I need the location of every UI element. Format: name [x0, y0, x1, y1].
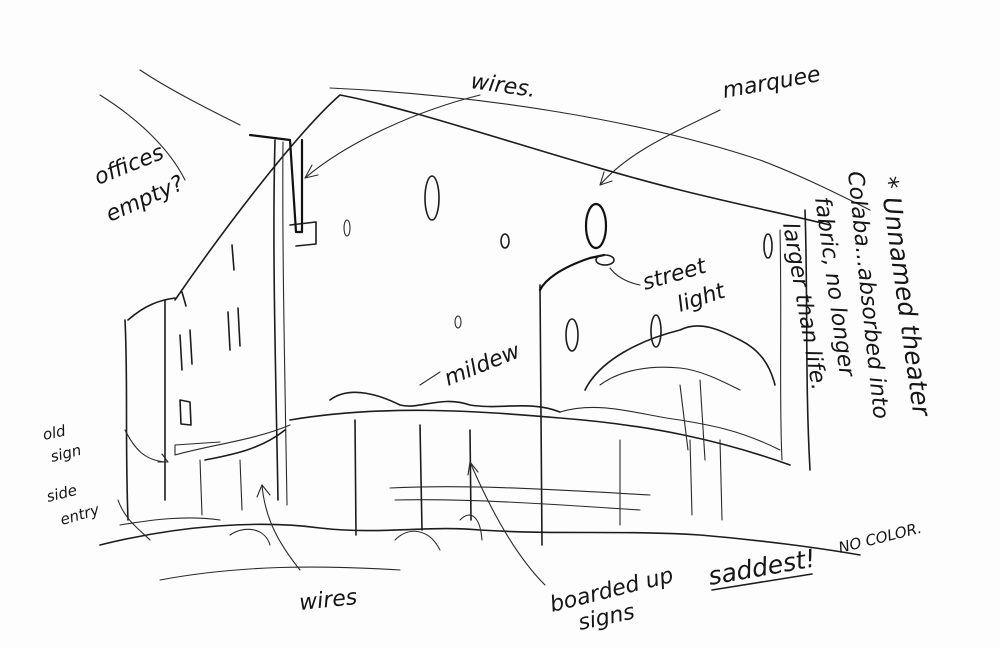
handwritten-notes: wires. marquee offices empty? street lig… — [41, 62, 936, 636]
pointer-arrows — [117, 94, 721, 586]
ground — [99, 514, 861, 581]
note-wires-top: wires. — [469, 69, 537, 103]
saddest-underline — [711, 573, 813, 591]
note-side: side — [45, 481, 79, 506]
building-outline — [124, 87, 871, 521]
wires — [99, 69, 291, 461]
note-sign: sign — [49, 441, 83, 466]
facade-openings — [179, 175, 773, 426]
note-entry: entry — [58, 500, 102, 529]
note-mildew: mildew — [441, 338, 525, 391]
note-wires-bottom: wires — [298, 585, 358, 616]
street-light — [538, 253, 615, 292]
note-old: old — [41, 421, 68, 443]
note-marquee: marquee — [721, 62, 823, 104]
note-no-color: NO COLOR. — [837, 519, 924, 557]
note-saddest: saddest! — [706, 544, 818, 591]
tree — [584, 325, 776, 461]
marquee-band — [199, 284, 791, 546]
